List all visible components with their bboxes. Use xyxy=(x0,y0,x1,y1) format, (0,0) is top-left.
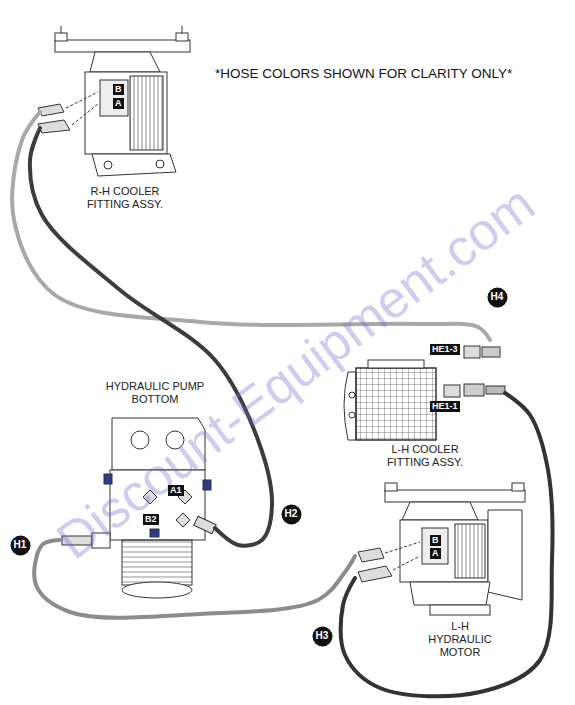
callout-fill xyxy=(312,626,332,646)
port-name: HE1-3 xyxy=(432,344,458,354)
component-label: HYDRAULIC PUMP BOTTOM xyxy=(97,380,213,406)
port-tag: HE1-1 xyxy=(430,401,460,412)
port-tag: B xyxy=(113,84,124,95)
port-name: B xyxy=(432,535,439,545)
rh-cooler-art xyxy=(38,26,190,176)
lh-motor-assembly: L-H HYDRAULIC MOTOR BA xyxy=(355,485,530,665)
port-name: A xyxy=(115,98,122,108)
callout-fill xyxy=(10,535,30,555)
callout-number: H4 xyxy=(491,291,504,303)
lh-motor-art xyxy=(358,483,525,615)
rh-cooler-assembly: R-H COOLER FITTING ASSY. BA xyxy=(40,15,195,215)
component-label: L-H COOLER FITTING ASSY. xyxy=(370,443,480,469)
callout-circle: H2 xyxy=(281,504,302,525)
component-label: R-H COOLER FITTING ASSY. xyxy=(75,185,175,211)
port-tag: B2 xyxy=(143,514,159,525)
port-tag: B xyxy=(430,535,441,546)
port-name: A1 xyxy=(170,485,182,495)
callout-circle: H4 xyxy=(487,287,508,308)
port-name: A xyxy=(432,548,439,558)
hydraulic-pump-assembly: HYDRAULIC PUMP BOTTOM A1B2 xyxy=(60,378,215,605)
port-tag: A1 xyxy=(168,485,184,496)
callout-number: H3 xyxy=(316,630,329,642)
callout-fill xyxy=(487,287,507,307)
port-name: B2 xyxy=(145,514,157,524)
component-label: L-H HYDRAULIC MOTOR xyxy=(424,620,496,659)
callout-number: H1 xyxy=(14,539,27,551)
lh-cooler-assembly: L-H COOLER FITTING ASSY. HE1-3HE1-1 xyxy=(340,340,505,470)
port-name: HE1-1 xyxy=(432,401,458,411)
callout-fill xyxy=(281,504,301,524)
callout-circle: H3 xyxy=(312,626,333,647)
callout-number: H2 xyxy=(285,508,298,520)
callout-circle: H1 xyxy=(10,535,31,556)
hydraulic-hose xyxy=(341,393,553,696)
port-tag: HE1-3 xyxy=(430,344,460,355)
port-tag: A xyxy=(113,98,124,109)
port-name: B xyxy=(115,84,122,94)
lh-cooler-art xyxy=(344,346,505,440)
note-text: *HOSE COLORS SHOWN FOR CLARITY ONLY* xyxy=(215,66,512,81)
port-tag: A xyxy=(430,548,441,559)
